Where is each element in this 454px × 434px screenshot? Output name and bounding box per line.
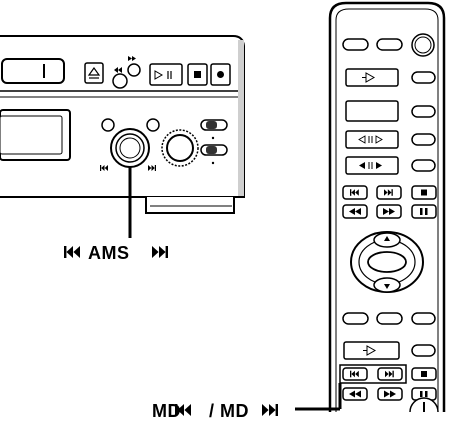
remote-button-top-2[interactable]	[376, 38, 403, 51]
remote-oval-button-4[interactable]	[411, 159, 436, 172]
pause-icon	[420, 208, 428, 215]
remote-next-button[interactable]	[376, 185, 402, 200]
remote-power-button[interactable]	[411, 33, 435, 57]
remote-lower-oval-4[interactable]	[411, 344, 436, 357]
md-label-prefix: MD	[152, 401, 181, 421]
remote-oval-button-3[interactable]	[411, 133, 436, 146]
fast-forward-icon	[384, 390, 396, 398]
remote-search-button-1[interactable]	[345, 130, 399, 149]
play-icon	[362, 72, 376, 83]
remote-rewind-button[interactable]	[342, 204, 368, 219]
rewind-icon	[114, 67, 122, 73]
record-icon	[217, 71, 224, 78]
remote-md-fast-forward-button[interactable]	[377, 387, 403, 401]
remote-nav-center-button[interactable]	[367, 251, 407, 273]
fast-forward-button[interactable]	[127, 63, 141, 77]
stop-icon	[421, 189, 427, 196]
remote-oval-button-2[interactable]	[411, 105, 436, 118]
remote-blank-button[interactable]	[345, 100, 399, 122]
remote-pause-button[interactable]	[411, 204, 437, 219]
play-icon	[154, 70, 172, 80]
volume-knob[interactable]	[161, 129, 199, 167]
stop-icon	[421, 371, 427, 377]
ams-label: AMS	[62, 243, 130, 264]
play-pause-button[interactable]	[149, 63, 183, 86]
ams-label-text: AMS	[88, 243, 130, 263]
deck-small-button-left[interactable]	[101, 118, 115, 132]
stop-icon	[194, 71, 201, 78]
remote-play-button[interactable]	[345, 68, 399, 87]
display-window	[0, 109, 71, 161]
md-deck	[0, 35, 245, 214]
remote-oval-button-1[interactable]	[411, 71, 436, 84]
eject-button[interactable]	[84, 62, 104, 84]
remote-md-play-button[interactable]	[343, 341, 400, 360]
eject-icon	[87, 66, 101, 79]
pause-icon	[420, 391, 428, 397]
remote-prev-button[interactable]	[342, 185, 368, 200]
toggle-switch-lower[interactable]	[200, 144, 228, 156]
toggle-switch-upper[interactable]	[200, 119, 228, 131]
remote-md-prev-button[interactable]	[342, 367, 368, 381]
remote-fast-forward-button[interactable]	[376, 204, 402, 219]
ams-jog-dial[interactable]	[110, 128, 150, 168]
remote-search-button-2[interactable]	[345, 156, 399, 175]
remote-md-next-button[interactable]	[377, 367, 403, 381]
md-label-separator: / MD	[209, 401, 249, 421]
up-arrow-icon	[384, 236, 390, 241]
deck-small-button-right[interactable]	[146, 118, 160, 132]
remote-lower-oval-3[interactable]	[411, 312, 436, 325]
remote-md-rewind-button[interactable]	[342, 387, 368, 401]
remote-stop-button[interactable]	[411, 185, 437, 200]
rewind-button[interactable]	[112, 73, 128, 89]
record-button[interactable]	[210, 63, 231, 86]
remote-control	[328, 1, 446, 413]
stop-button[interactable]	[187, 63, 208, 86]
rewind-icon	[349, 208, 361, 215]
remote-lower-oval-1[interactable]	[342, 312, 369, 325]
md-skip-label: MD / MD	[152, 401, 249, 422]
remote-md-stop-button[interactable]	[411, 367, 437, 381]
fast-forward-icon	[383, 208, 395, 215]
remote-bottom-knob[interactable]	[409, 397, 439, 413]
md-next-symbol	[262, 404, 278, 416]
ams-next-symbol	[152, 246, 168, 258]
md-skip-highlight-box	[339, 364, 407, 384]
fast-forward-icon	[128, 56, 136, 61]
remote-nav-pad	[350, 231, 424, 293]
remote-lower-oval-2[interactable]	[376, 312, 403, 325]
down-arrow-icon	[384, 284, 390, 289]
disc-slot	[1, 58, 65, 84]
rewind-icon	[349, 390, 361, 398]
remote-button-top-1[interactable]	[342, 38, 369, 51]
